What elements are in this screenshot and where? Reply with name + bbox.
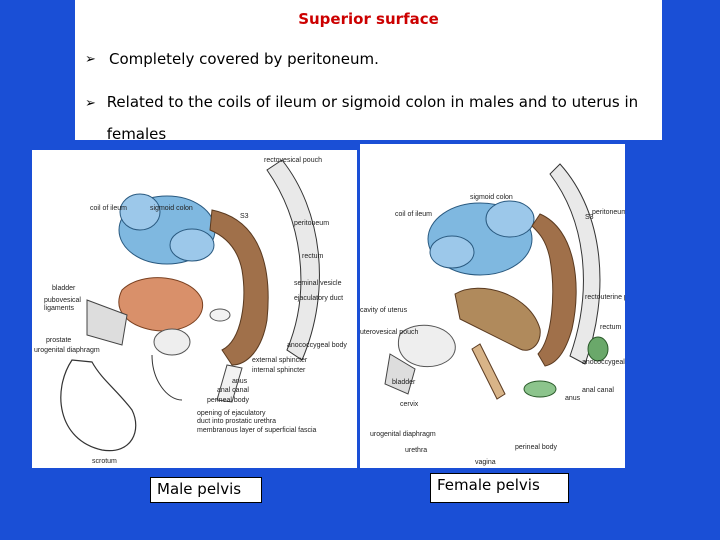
anatomy-label: cervix [400,401,419,408]
anatomy-label: urogenital diaphragm [34,347,100,354]
anatomy-label: prostate [46,337,71,344]
anatomy-label: anal canal [582,387,614,394]
bullet-text: Related to the coils of ileum or sigmoid… [106,93,639,143]
anatomy-label: coil of ileum [395,211,432,218]
anatomy-label: pubovesical [44,297,81,304]
anatomy-label: urethra [405,447,427,454]
male-pelvis-caption: Male pelvis [150,477,262,503]
anatomy-label: duct into prostatic urethra [197,418,276,425]
bullet-item: ➢ Completely covered by peritoneum. [85,50,379,68]
anatomy-label: seminal vesicle [294,280,342,287]
anatomy-label: internal sphincter [252,367,306,374]
anatomy-label: perineal body [207,397,250,404]
anatomy-label: perineal body [515,444,558,451]
anatomy-label: scrotum [92,458,117,465]
anatomy-label: coil of ileum [90,205,127,212]
text-panel: Superior surface ➢ Completely covered by… [75,0,662,143]
female-pelvis-figure: sigmoid colon coil of ileum S3 peritoneu… [360,144,643,468]
anatomy-label: rectum [302,253,324,260]
male-pelvis-illustration: rectovesical pouch coil of ileum sigmoid… [34,157,347,465]
anatomy-label: anococcygeal body [287,342,347,349]
anatomy-label: anal canal [217,387,249,394]
anatomy-label: rectouterine pouch [585,294,625,301]
anatomy-label: rectovesical pouch [264,157,322,164]
anatomy-label: bladder [392,379,416,386]
anatomy-label: opening of ejaculatory [197,410,266,417]
anatomy-label: ligaments [44,305,74,312]
anatomy-label: uterovesical pouch [360,329,418,336]
anatomy-label: anus [232,378,248,385]
anatomy-label: rectum [600,324,622,331]
male-pelvis-figure: rectovesical pouch coil of ileum sigmoid… [32,150,357,468]
anatomy-label: cavity of uterus [360,307,408,314]
anatomy-label: S3 [240,213,249,220]
anatomy-label: external sphincter [252,357,308,364]
anatomy-label: ejaculatory duct [294,295,343,302]
anatomy-label: bladder [52,285,76,292]
anatomy-label: vagina [475,459,496,466]
arrow-bullet-icon: ➢ [85,52,96,67]
anatomy-label: anus [565,395,581,402]
anatomy-label: anococcygeal body [582,359,625,366]
bullet-text: Completely covered by peritoneum. [109,50,379,68]
anatomy-label: sigmoid colon [150,205,193,212]
anatomy-label: peritoneum [294,220,329,227]
bullet-item: ➢ Related to the coils of ileum or sigmo… [85,86,645,150]
anatomy-label: urogenital diaphragm [370,431,436,438]
anatomy-label: membranous layer of superficial fascia [197,427,317,434]
female-pelvis-caption: Female pelvis [430,473,569,503]
female-pelvis-illustration: sigmoid colon coil of ileum S3 peritoneu… [360,163,643,466]
arrow-bullet-icon: ➢ [85,96,96,111]
anatomy-label: sigmoid colon [470,194,513,201]
anatomy-label: S3 [585,214,594,221]
page-title: Superior surface [298,10,439,28]
anatomy-label: peritoneum [592,209,625,216]
